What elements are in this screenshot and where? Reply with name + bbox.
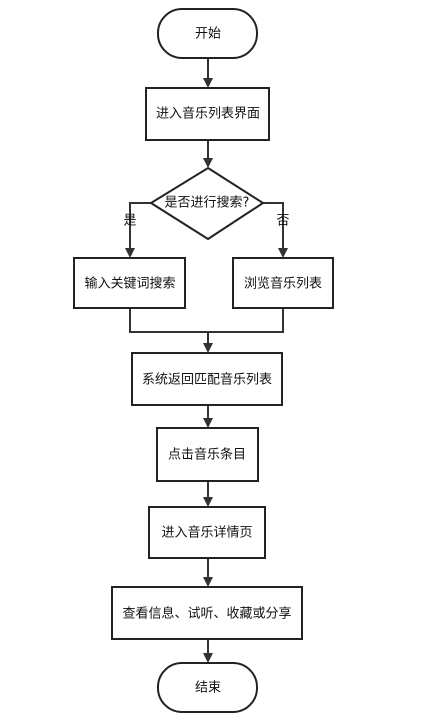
return-list-box <box>131 352 283 406</box>
node-decision: 是否进行搜索? <box>149 166 265 241</box>
node-browse: 浏览音乐列表 <box>232 257 334 309</box>
no-label: 否 <box>276 214 289 229</box>
browse-box <box>232 257 334 309</box>
start-label: 开始 <box>195 27 221 42</box>
connectors <box>125 58 288 663</box>
return-list-label: 系统返回匹配音乐列表 <box>142 372 272 388</box>
node-end: 结束 <box>157 662 258 713</box>
node-click-item: 点击音乐条目 <box>156 427 259 482</box>
node-actions: 查看信息、试听、收藏或分享 <box>111 586 303 640</box>
start-terminator-shape <box>157 8 258 59</box>
enter-list-box <box>145 87 270 141</box>
edge-decision-yes <box>125 202 151 258</box>
detail-box <box>148 506 266 559</box>
node-start: 开始 <box>157 8 258 59</box>
end-label: 结束 <box>195 681 221 696</box>
actions-label: 查看信息、试听、收藏或分享 <box>122 606 291 622</box>
node-return-list: 系统返回匹配音乐列表 <box>131 352 283 406</box>
edge-decision-no <box>263 202 288 258</box>
actions-box <box>111 586 303 640</box>
detail-label: 进入音乐详情页 <box>161 525 252 541</box>
decision-label: 是否进行搜索? <box>165 196 250 211</box>
node-enter-list: 进入音乐列表界面 <box>145 87 270 141</box>
search-label: 输入关键词搜索 <box>84 276 175 292</box>
click-item-label: 点击音乐条目 <box>168 447 246 463</box>
end-terminator-shape <box>157 662 258 713</box>
decision-diamond <box>149 166 265 241</box>
edge-merge <box>129 308 284 333</box>
click-item-box <box>156 427 259 482</box>
node-search: 输入关键词搜索 <box>73 257 186 309</box>
search-box <box>73 257 186 309</box>
browse-label: 浏览音乐列表 <box>244 276 322 292</box>
yes-label: 是 <box>123 214 136 229</box>
node-detail: 进入音乐详情页 <box>148 506 266 559</box>
enter-list-label: 进入音乐列表界面 <box>156 106 260 122</box>
